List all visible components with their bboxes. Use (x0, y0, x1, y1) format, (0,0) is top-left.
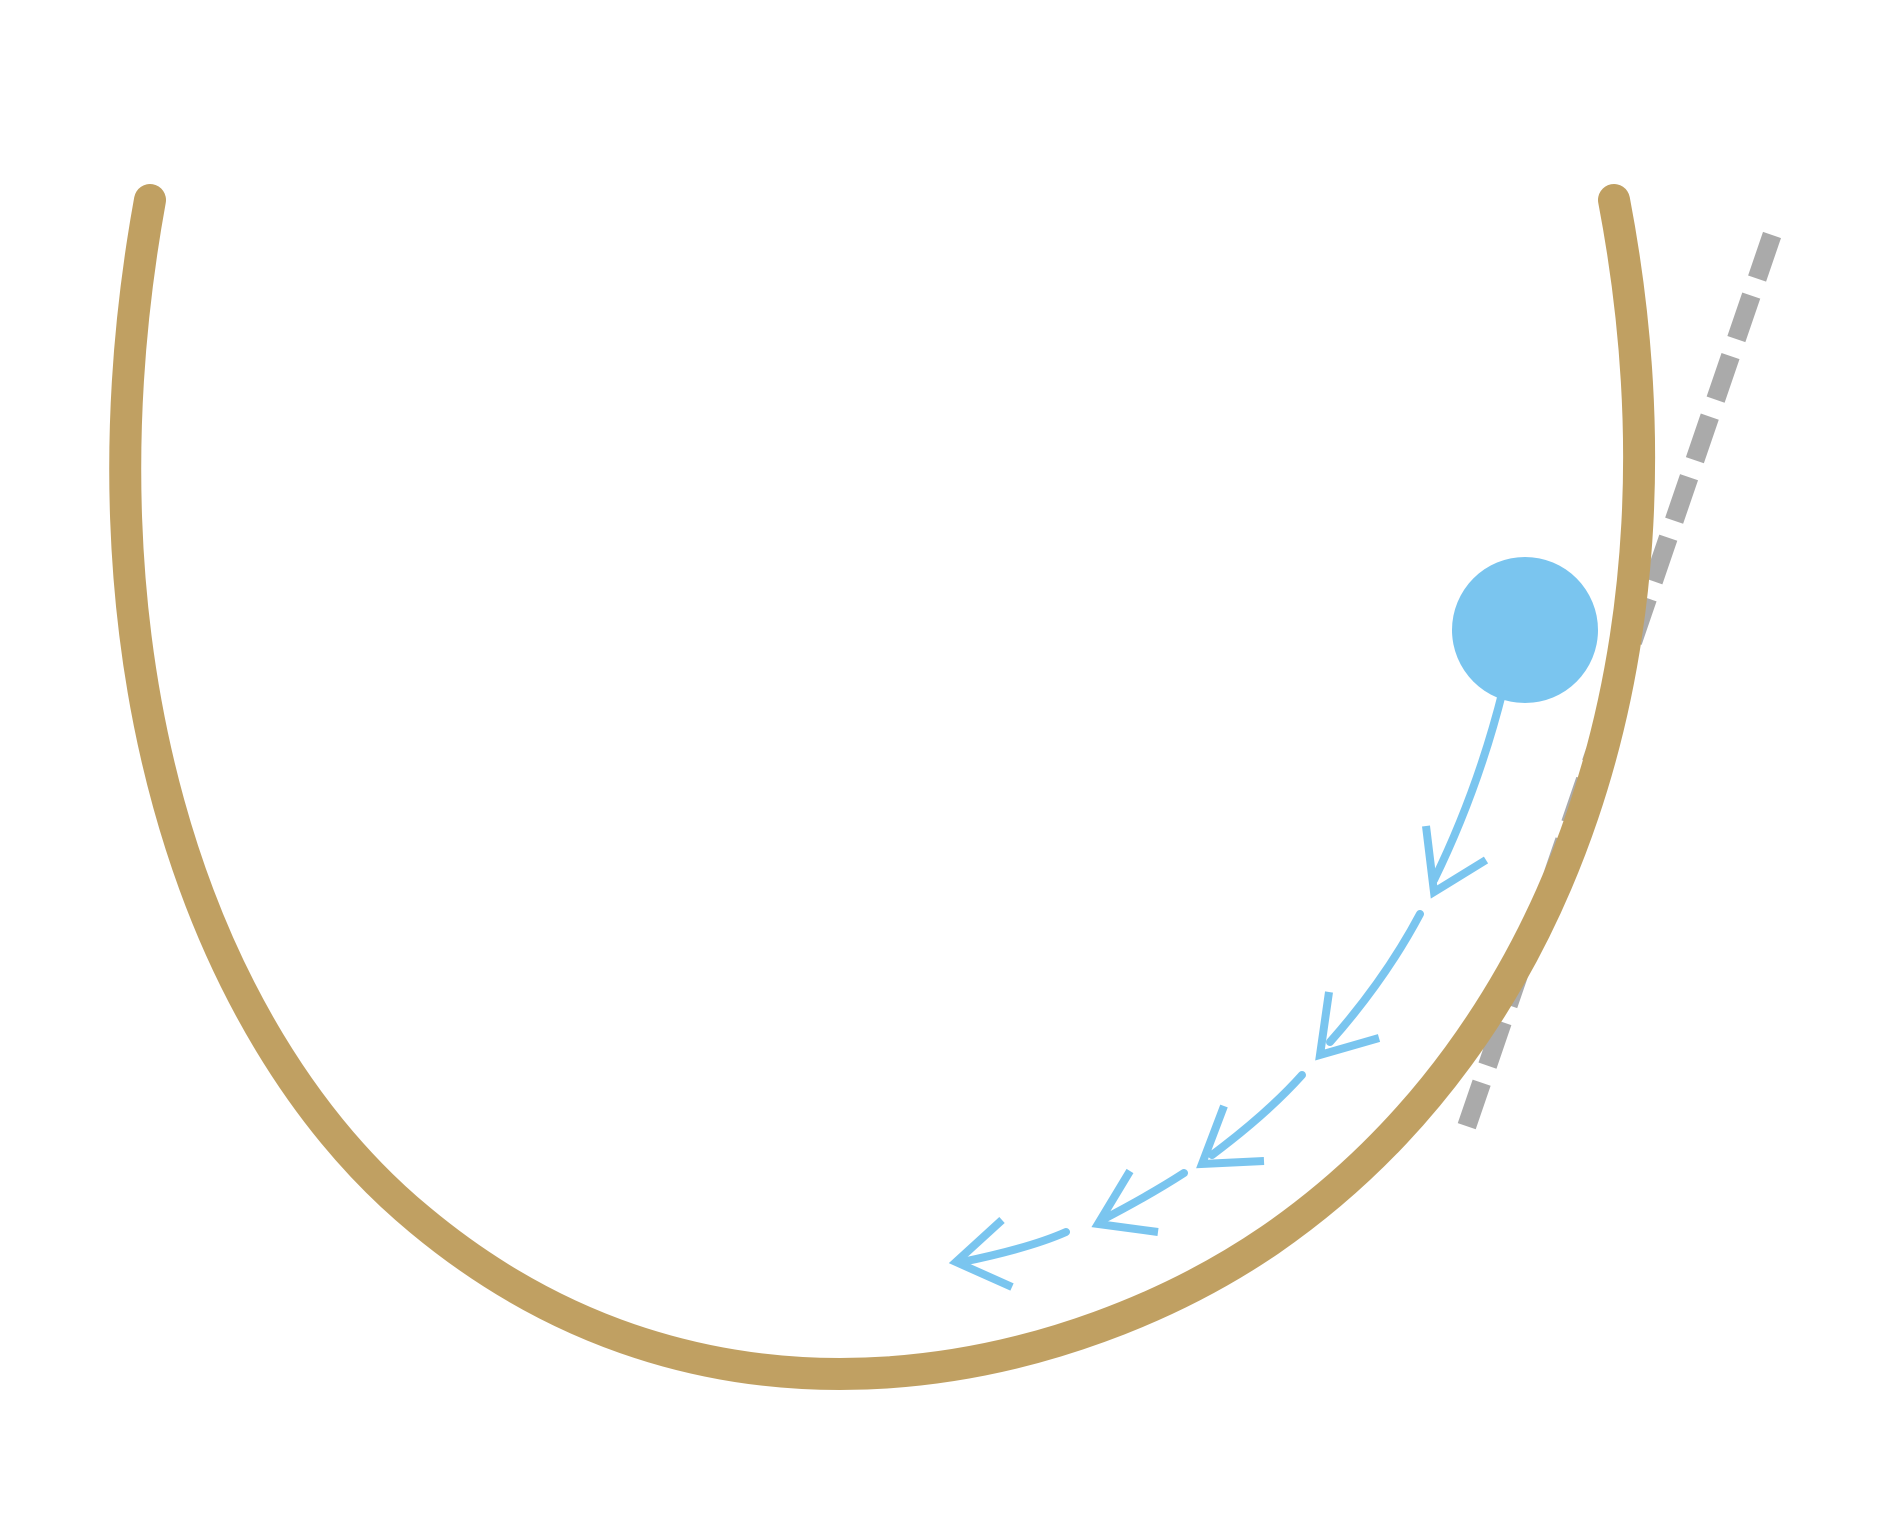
motion-arrow (1422, 686, 1507, 899)
ball (1452, 557, 1598, 703)
bowl-curve (109, 184, 1656, 1390)
motion-arrow (1196, 1071, 1306, 1169)
motion-arrow (948, 1217, 1070, 1291)
motion-arrows (948, 686, 1507, 1291)
motion-arrow (1091, 1168, 1188, 1236)
motion-arrow (1315, 910, 1424, 1061)
